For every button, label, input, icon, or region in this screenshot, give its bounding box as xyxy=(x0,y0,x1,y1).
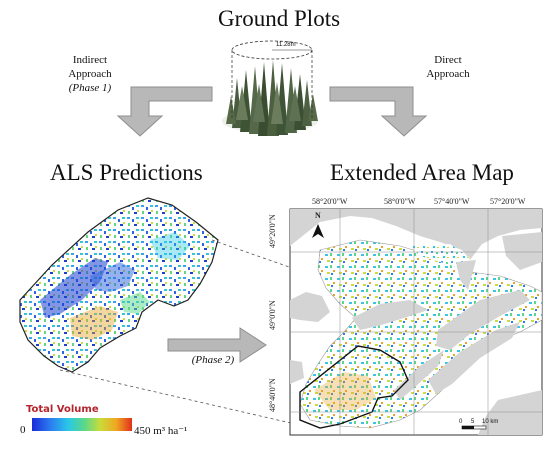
phase2-arrow xyxy=(167,327,267,363)
north-arrow xyxy=(312,224,324,238)
map-scale-bar xyxy=(461,425,487,430)
direct-label-line1: Direct xyxy=(434,54,462,66)
lon-label-4: 57°20'0"W xyxy=(490,197,526,206)
phase1-label: (Phase 1) xyxy=(68,82,112,94)
lat-label-3: 48°40'0"N xyxy=(268,378,277,412)
north-label: N xyxy=(315,211,321,220)
lat-label-1: 49°20'0"N xyxy=(268,214,277,248)
indirect-label-line2: Approach xyxy=(68,68,112,80)
scale-label-0: 0 xyxy=(459,419,463,425)
legend-title: Total Volume xyxy=(26,404,99,415)
scale-label-5: 5 xyxy=(471,419,475,425)
direct-approach-label: Direct Approach xyxy=(408,53,488,81)
title-als-predictions: ALS Predictions xyxy=(50,160,203,185)
lat-label-2: 49°0'0"N xyxy=(268,300,277,330)
title-extended-area-map: Extended Area Map xyxy=(330,160,514,185)
connector-line-bottom xyxy=(59,369,331,433)
lon-label-2: 58°0'0"W xyxy=(384,197,416,206)
legend-max-label: 450 m³ ha⁻¹ xyxy=(134,425,188,437)
legend-colorbar xyxy=(32,418,132,431)
tree-stand xyxy=(226,60,318,136)
indirect-label-line1: Indirect xyxy=(72,54,108,66)
extended-area-map xyxy=(289,208,543,436)
lon-label-3: 57°40'0"W xyxy=(434,197,470,206)
indirect-arrow xyxy=(116,86,213,137)
plot-radius-label: 11.28m xyxy=(276,42,296,48)
scale-label-10km: 10 km xyxy=(482,419,499,425)
lon-label-1: 58°20'0"W xyxy=(312,197,348,206)
legend-min-label: 0 xyxy=(20,424,26,436)
als-prediction-map xyxy=(19,197,219,373)
title-ground-plots: Ground Plots xyxy=(218,6,341,31)
ground-plot-illustration xyxy=(222,40,318,136)
direct-arrow xyxy=(329,86,428,137)
indirect-approach-label: Indirect Approach (Phase 1) xyxy=(50,53,130,95)
direct-label-line2: Approach xyxy=(426,68,470,80)
phase2-label: (Phase 2) xyxy=(191,354,235,366)
